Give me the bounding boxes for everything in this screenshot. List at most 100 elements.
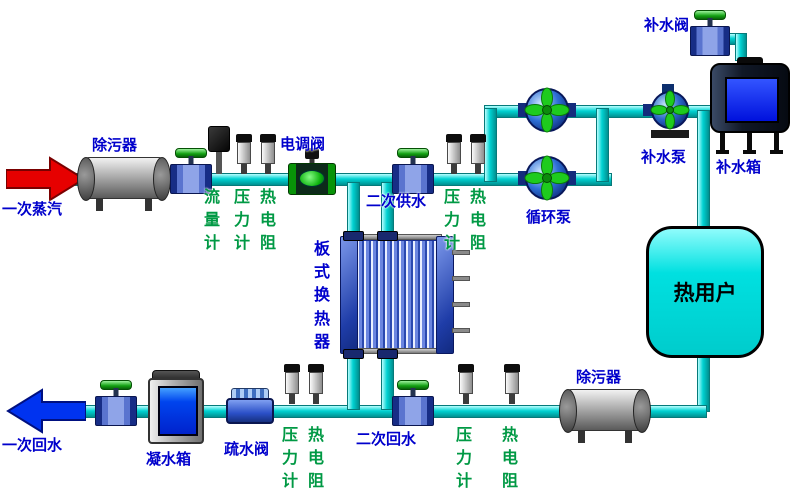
steam-line-valve[interactable] — [170, 148, 212, 194]
pressure-gauge-label: 压力计 — [233, 189, 250, 253]
strainer-leg — [96, 199, 103, 211]
steam-trap-label: 疏水阀 — [224, 441, 270, 458]
pressure-gauge-device — [236, 134, 252, 174]
pressure-gauge-label: 压力计 — [455, 427, 472, 491]
pipe-heat-user-supply — [697, 110, 710, 234]
makeup-valve[interactable] — [690, 10, 730, 56]
tank-leg — [774, 133, 779, 151]
actuator — [305, 148, 319, 159]
circulation-pump-2[interactable] — [518, 150, 576, 206]
valve-body — [392, 164, 434, 194]
instrument-stem — [289, 394, 295, 404]
flow-meter-stem — [216, 152, 222, 174]
secondary-return-label: 二次回水 — [356, 431, 417, 448]
strainer-endcap — [77, 157, 95, 201]
strainer-endcap — [559, 389, 577, 433]
primary-return-arrow — [6, 388, 86, 434]
strainer-bottom-label: 除污器 — [576, 369, 622, 386]
instrument-cap — [308, 364, 324, 372]
rtd-label: 热电阻 — [501, 427, 518, 491]
hx-frame-left — [340, 236, 358, 354]
makeup-valve-label: 补水阀 — [644, 17, 690, 34]
tank-foot — [716, 150, 729, 154]
valve-stem — [707, 18, 713, 27]
electric-control-valve[interactable] — [288, 148, 336, 195]
instrument-cap — [236, 134, 252, 142]
rtd-label: 热电阻 — [307, 427, 324, 491]
hx-nozzle-flange — [377, 231, 398, 241]
trap-body — [226, 398, 274, 424]
instrument-stem — [509, 394, 515, 404]
instrument-cap — [260, 134, 276, 142]
instrument-body — [237, 142, 251, 164]
makeup-pump[interactable] — [643, 84, 695, 140]
flow-meter-label: 流量计 — [203, 189, 220, 253]
valve-body — [95, 396, 137, 426]
primary-return-label: 一次回水 — [2, 437, 63, 454]
rtd-device — [504, 364, 520, 404]
instrument-cap — [284, 364, 300, 372]
makeup-tank — [710, 57, 790, 133]
condensate-tank — [148, 370, 204, 444]
electric-control-valve-label: 电调阀 — [280, 136, 326, 153]
rtd-label: 热电阻 — [259, 189, 276, 253]
instrument-body — [459, 372, 473, 394]
makeup-tank-label: 补水箱 — [716, 159, 762, 176]
primary-return-valve[interactable] — [95, 380, 137, 426]
strainer-endcap — [633, 389, 651, 433]
instrument-body — [261, 142, 275, 164]
steam-trap-device[interactable] — [226, 388, 274, 424]
instrument-cap — [504, 364, 520, 372]
primary-steam-label: 一次蒸汽 — [2, 201, 63, 218]
hx-nozzle-flange — [377, 349, 398, 359]
instrument-stem — [313, 394, 319, 404]
strainer-leg — [625, 431, 632, 443]
instrument-cap — [470, 134, 486, 142]
valve-body — [170, 164, 212, 194]
tank-leg — [747, 133, 752, 151]
rtd-device — [260, 134, 276, 174]
instrument-body — [309, 372, 323, 394]
rtd-device — [470, 134, 486, 174]
strainer-leg — [578, 431, 585, 443]
pressure-gauge-device — [458, 364, 474, 404]
flow-meter-head — [208, 126, 230, 152]
instrument-cap — [446, 134, 462, 142]
tank-level-window — [158, 386, 198, 436]
pressure-gauge-label: 压力计 — [443, 189, 460, 253]
secondary-return-valve[interactable] — [392, 380, 434, 426]
flow-meter-device — [208, 126, 230, 174]
tank-foot — [770, 150, 783, 154]
rtd-device — [308, 364, 324, 404]
hx-nozzle-flange — [343, 349, 364, 359]
circulation-pump-1[interactable] — [518, 82, 576, 138]
valve-stem — [410, 156, 416, 165]
instrument-body — [285, 372, 299, 394]
hx-frame-right — [436, 236, 454, 354]
makeup-pump-label: 补水泵 — [641, 149, 687, 166]
valve-body — [690, 26, 730, 56]
pipe-riser-right — [596, 108, 609, 182]
strainer-top-label: 除污器 — [92, 137, 138, 154]
instrument-body — [447, 142, 461, 164]
strainer-leg — [145, 199, 152, 211]
instrument-stem — [463, 394, 469, 404]
instrument-stem — [265, 164, 271, 174]
valve-stem — [188, 156, 194, 165]
pipe-heat-user-return — [697, 356, 710, 412]
instrument-body — [505, 372, 519, 394]
valve-disc — [299, 170, 325, 187]
valve-stem — [410, 388, 416, 397]
heat-user-label: 热用户 — [673, 282, 737, 305]
hx-plates — [356, 240, 440, 350]
hx-nozzle-flange — [343, 231, 364, 241]
tank-cap — [737, 57, 763, 64]
instrument-stem — [451, 164, 457, 174]
rtd-label: 热电阻 — [469, 189, 486, 253]
valve-body — [392, 396, 434, 426]
instrument-stem — [241, 164, 247, 174]
secondary-supply-valve[interactable] — [392, 148, 434, 194]
valve-stem — [309, 159, 315, 164]
pressure-gauge-label: 压力计 — [281, 427, 298, 491]
